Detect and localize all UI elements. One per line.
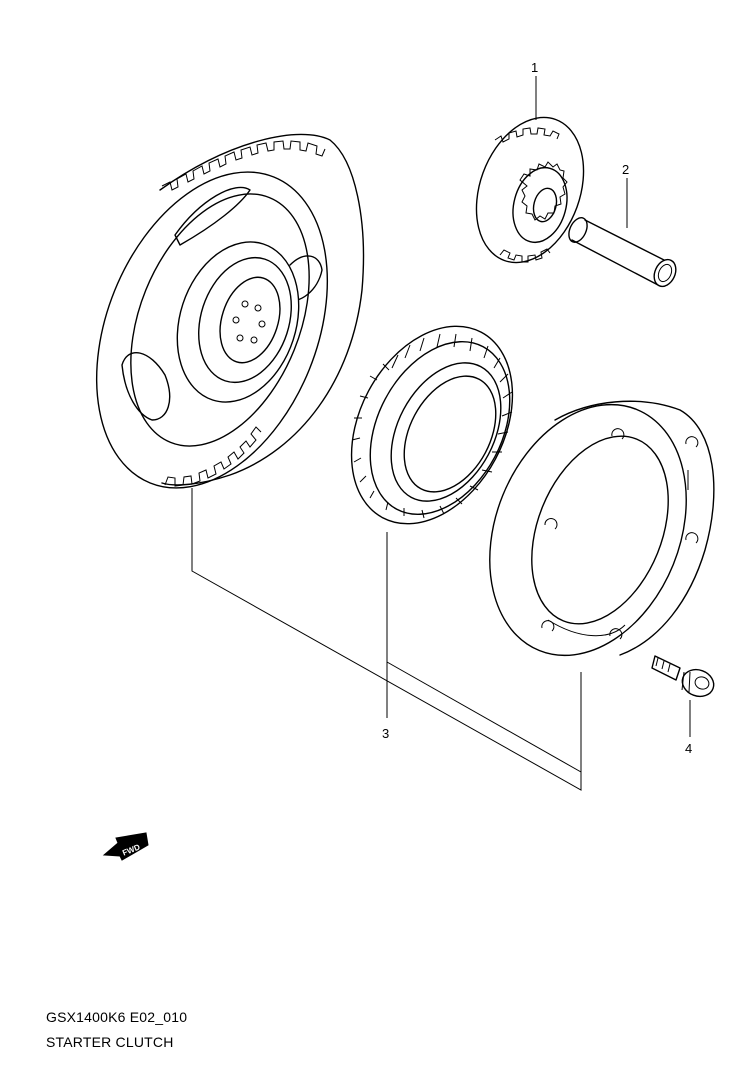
one-way-clutch bbox=[350, 325, 514, 525]
starter-clutch-housing bbox=[489, 400, 715, 657]
idle-gear bbox=[475, 116, 585, 264]
housing-bolt bbox=[651, 655, 715, 698]
fwd-arrow-icon: FWD bbox=[102, 832, 149, 861]
diagram-code: GSX1400K6 E02_010 bbox=[46, 1009, 188, 1025]
callout-3: 3 bbox=[382, 726, 390, 741]
callout-1: 1 bbox=[531, 60, 539, 75]
diagram-title: STARTER CLUTCH bbox=[46, 1034, 174, 1050]
callout-4: 4 bbox=[685, 741, 693, 756]
idle-gear-shaft bbox=[568, 217, 677, 288]
starter-clutch-gear bbox=[95, 133, 365, 489]
leader-lines bbox=[191, 76, 691, 791]
callout-2: 2 bbox=[622, 162, 630, 177]
